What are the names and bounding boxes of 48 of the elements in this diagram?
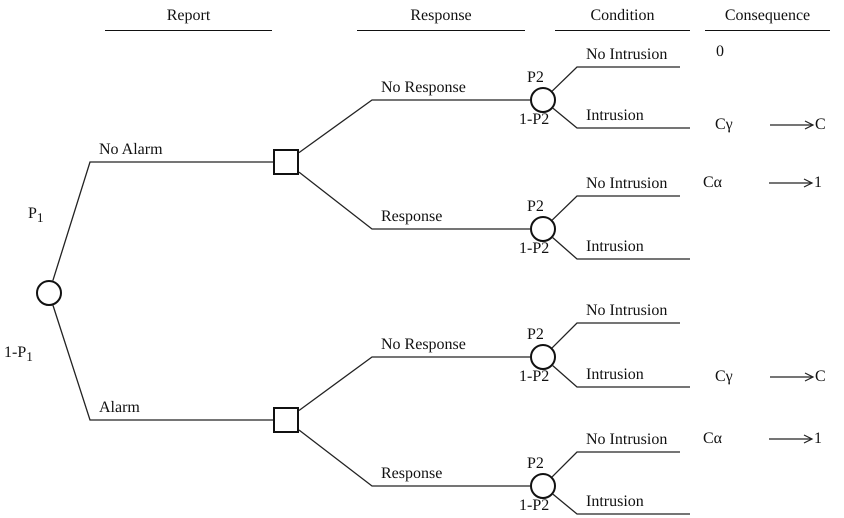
tree-branch [552,108,690,129]
tree-branch [52,161,273,281]
decision-node-square [273,407,299,433]
tree-branch [552,195,680,220]
tree-branch [552,322,680,348]
tree-branch [552,365,690,388]
chance-node-circle [36,280,62,306]
probability-label: 1-P2 [519,498,550,514]
consequence-value: 0 [716,44,724,60]
consequence-value: C [815,117,826,133]
branch-label: No Response [380,80,467,96]
chance-node-circle [530,473,556,499]
column-heading: Condition [555,8,690,31]
consequence-value: 1 [814,175,822,191]
decision-node-square [273,149,299,175]
probability-label: 1-P2 [519,369,550,385]
tree-branch [552,237,690,260]
branch-label: No Response [380,337,467,353]
probability-label: P2 [527,327,544,343]
probability-label: P2 [527,70,544,86]
consequence-value: Cα [703,175,722,191]
branch-label: Response [380,209,444,225]
chance-node-circle [530,216,556,242]
probability-label: 1-P2 [519,112,550,128]
consequence-value: Cα [703,431,722,447]
tree-branch [52,305,273,421]
consequence-value: C [815,369,826,385]
tree-branch [298,99,530,154]
probability-label: P2 [527,199,544,215]
consequence-value: Cγ [715,117,733,133]
consequence-value: 1-P$_{1}$ [4,345,33,364]
column-heading: Response [357,8,525,31]
column-heading: Report [105,8,272,31]
column-heading: Consequence [705,8,830,31]
tree-branch [552,66,680,92]
consequence-value: Cγ [715,369,733,385]
chance-node-circle [530,87,556,113]
branch-label: Response [380,466,444,482]
consequence-value: P$_{1}$ [28,206,44,225]
tree-branch [298,356,530,411]
probability-label: P2 [527,456,544,472]
tree-branch [298,429,530,487]
probability-label: 1-P2 [519,241,550,257]
tree-branch [298,172,530,230]
consequence-value: 1 [814,431,822,447]
tree-branch [552,451,680,478]
chance-node-circle [530,344,556,370]
tree-branch [552,494,690,515]
